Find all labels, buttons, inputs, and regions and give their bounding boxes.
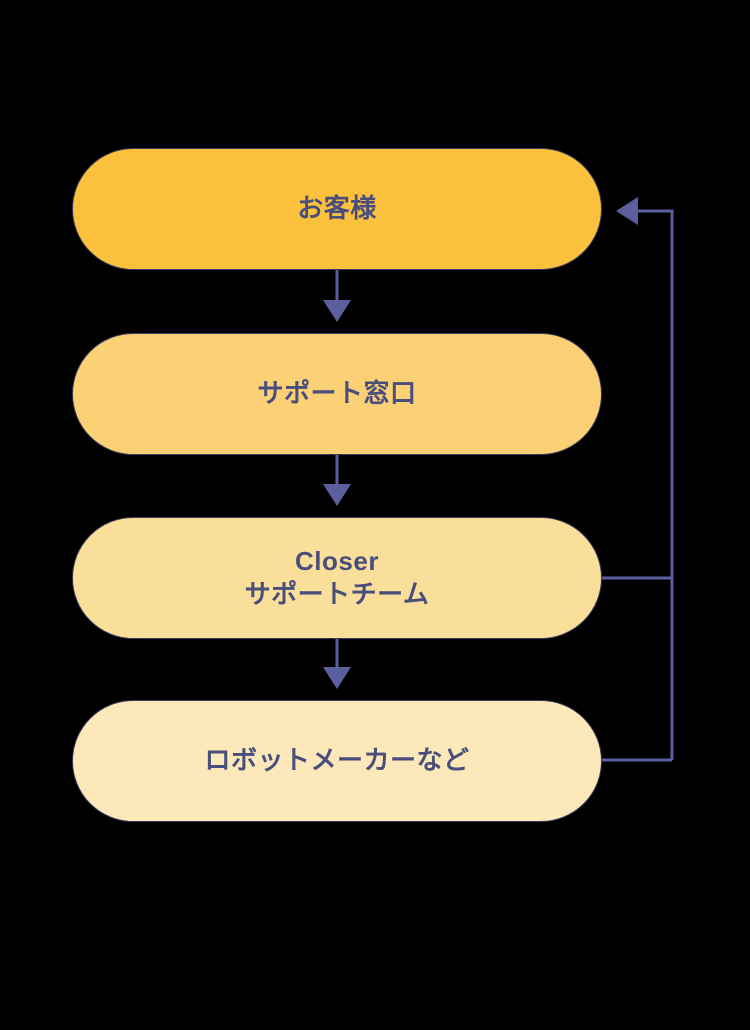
edge-customer-to-support-desk: [323, 270, 351, 322]
node-closer-support-team[interactable]: Closer サポートチーム: [72, 517, 602, 639]
edge-support-desk-to-closer-team: [323, 455, 351, 506]
node-robot-maker-label: ロボットメーカーなど: [204, 745, 470, 776]
node-customer-label: お客様: [297, 193, 377, 224]
node-support-desk[interactable]: サポート窓口: [72, 333, 602, 455]
node-support-desk-label: サポート窓口: [257, 378, 417, 409]
node-customer[interactable]: お客様: [72, 148, 602, 270]
node-robot-maker[interactable]: ロボットメーカーなど: [72, 700, 602, 822]
edge-closer-team-to-robot-maker: [323, 639, 351, 689]
node-closer-support-team-label: Closer サポートチーム: [244, 545, 430, 609]
return-riser-to-customer: [616, 197, 674, 760]
